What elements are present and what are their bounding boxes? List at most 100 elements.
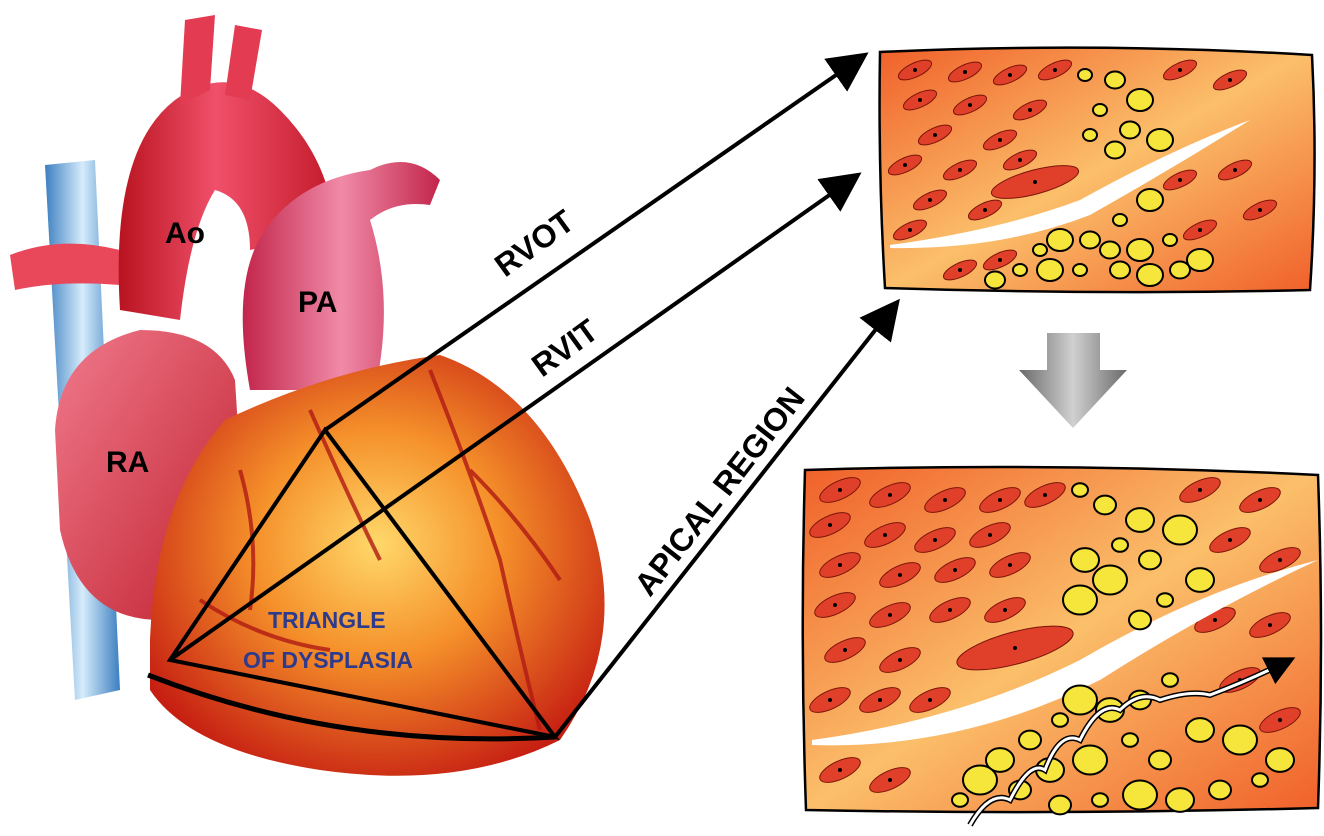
fat-cell <box>1209 781 1231 800</box>
tissue-panel-top <box>880 48 1315 292</box>
rvot-label: RVOT <box>488 202 581 283</box>
fat-cell <box>1047 229 1073 251</box>
fat-cell <box>1149 751 1171 770</box>
myocyte-nucleus <box>958 168 962 172</box>
fat-cell <box>1223 726 1257 755</box>
fat-cell <box>1080 232 1100 249</box>
myocyte-nucleus <box>888 493 892 497</box>
fat-cell <box>1105 142 1125 159</box>
rvot-arrow <box>325 57 862 430</box>
fat-cell <box>1137 189 1163 211</box>
myocyte-nucleus <box>1033 180 1037 184</box>
myocyte-nucleus <box>1278 558 1282 562</box>
heart-illustration: Ao PA RA TRIANGLE OF DYSPLASIA <box>10 15 605 776</box>
fat-cell <box>1033 244 1047 256</box>
myocyte-nucleus <box>918 98 922 102</box>
fat-cell <box>1252 773 1268 787</box>
myocyte-nucleus <box>1003 608 1007 612</box>
fat-cell <box>1019 731 1041 750</box>
myocyte-nucleus <box>833 603 837 607</box>
fat-cell <box>963 766 997 795</box>
myocyte-nucleus <box>898 658 902 662</box>
fat-cell <box>1127 239 1153 261</box>
fat-cell <box>1129 611 1151 630</box>
myocyte-nucleus <box>928 698 932 702</box>
fat-cell <box>1112 538 1128 552</box>
myocyte-nucleus <box>1268 623 1272 627</box>
myocyte-nucleus <box>1258 208 1262 212</box>
myocyte-nucleus <box>898 573 902 577</box>
triangle-label-line1: TRIANGLE <box>268 607 386 633</box>
myocyte-nucleus <box>1233 168 1237 172</box>
fat-cell <box>1093 104 1107 116</box>
rvit-label: RVIT <box>525 312 605 384</box>
pulmonary-artery-label: PA <box>298 286 337 319</box>
myocyte-nucleus <box>828 698 832 702</box>
apical-region-label: APICAL REGION <box>627 380 812 602</box>
myocyte-nucleus <box>828 523 832 527</box>
myocyte-nucleus <box>1028 108 1032 112</box>
fat-cell <box>1072 483 1088 497</box>
myocyte-nucleus <box>988 533 992 537</box>
fat-cell <box>1063 586 1097 615</box>
myocyte-nucleus <box>998 498 1002 502</box>
myocyte-nucleus <box>878 698 882 702</box>
myocyte-nucleus <box>933 133 937 137</box>
fat-cell <box>1071 548 1099 572</box>
myocyte-nucleus <box>838 488 842 492</box>
fat-cell <box>1120 122 1140 139</box>
fat-cell <box>1013 264 1027 276</box>
fat-cell <box>1078 69 1092 81</box>
fat-cell <box>952 793 968 807</box>
fat-cell <box>1052 713 1068 727</box>
myocyte-nucleus <box>963 70 967 74</box>
tissue-panel-bottom <box>803 467 1321 825</box>
fat-cell <box>1157 593 1173 607</box>
myocyte-nucleus <box>913 68 917 72</box>
fat-cell <box>1127 89 1153 111</box>
myocyte-nucleus <box>953 568 957 572</box>
myocyte-nucleus <box>1258 498 1262 502</box>
myocyte-nucleus <box>933 538 937 542</box>
fat-cell <box>1093 566 1127 595</box>
fat-cell <box>1122 733 1138 747</box>
myocyte-nucleus <box>883 533 887 537</box>
myocyte-nucleus <box>888 778 892 782</box>
fat-cell <box>1110 262 1130 279</box>
myocyte-nucleus <box>948 608 952 612</box>
myocyte-nucleus <box>1198 228 1202 232</box>
fat-cell <box>1166 788 1194 812</box>
myocyte-nucleus <box>1213 618 1217 622</box>
fat-cell <box>1147 129 1173 151</box>
myocyte-nucleus <box>998 138 1002 142</box>
fat-cell <box>1163 234 1177 246</box>
myocyte-nucleus <box>888 613 892 617</box>
fat-cell <box>1163 516 1197 545</box>
fat-cell <box>1100 242 1120 259</box>
myocyte-nucleus <box>1043 493 1047 497</box>
fat-cell <box>1123 781 1157 810</box>
fat-cell <box>1049 796 1071 815</box>
myocyte-nucleus <box>838 768 842 772</box>
myocyte-nucleus <box>1178 178 1182 182</box>
fat-cell <box>1186 718 1214 742</box>
progression-arrow <box>1019 333 1127 428</box>
fat-cell <box>1092 793 1108 807</box>
fat-cell <box>1073 746 1107 775</box>
pulmonary-vein-left <box>10 244 120 290</box>
aorta-label: Ao <box>165 217 205 250</box>
fat-cell <box>985 272 1005 289</box>
myocyte-nucleus <box>838 563 842 567</box>
myocyte-nucleus <box>843 648 847 652</box>
myocyte-nucleus <box>928 198 932 202</box>
myocyte-nucleus <box>1198 488 1202 492</box>
myocyte-nucleus <box>908 228 912 232</box>
myocyte-nucleus <box>1053 68 1057 72</box>
fat-cell <box>1073 264 1087 276</box>
fat-cell <box>1083 129 1097 141</box>
myocyte-nucleus <box>968 103 972 107</box>
myocyte-nucleus <box>998 258 1002 262</box>
right-atrium-label: RA <box>106 446 149 479</box>
fat-cell <box>1105 72 1125 89</box>
myocyte-nucleus <box>903 163 907 167</box>
